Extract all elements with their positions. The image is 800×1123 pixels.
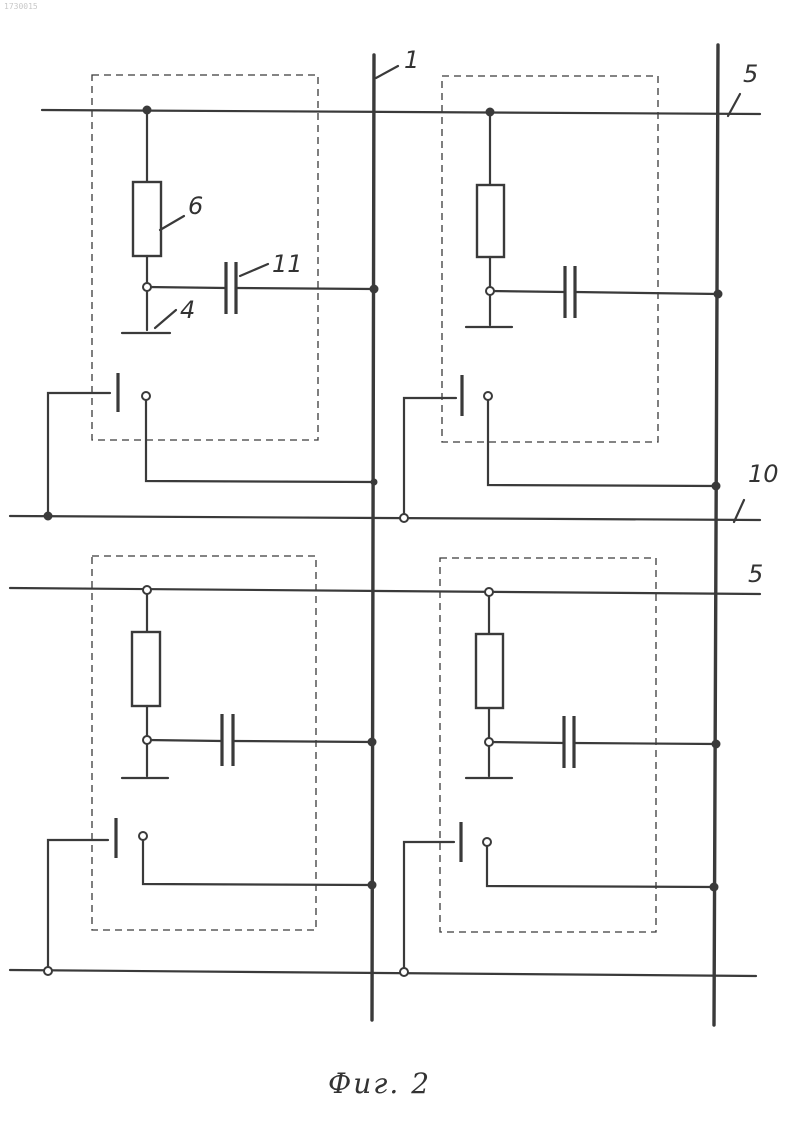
cell-boundary (440, 558, 656, 932)
resistor (476, 634, 503, 708)
resistor (132, 632, 160, 706)
label-column-bus: 1 (404, 46, 419, 74)
memory-cell-bottom-right (400, 558, 720, 976)
corner-mark: 1730015 (4, 2, 38, 11)
leader-capacitor (240, 264, 268, 276)
resistor (133, 182, 161, 256)
label-row-line: 10 (748, 460, 779, 488)
leader-column-bus (376, 66, 398, 78)
resistor (477, 185, 504, 257)
label-capacitor: 11 (272, 250, 303, 278)
memory-cell-bottom-left (44, 556, 376, 975)
label-row-bus-bottom: 5 (748, 560, 763, 588)
label-resistor: 6 (188, 192, 203, 220)
column-bus-left (372, 55, 374, 1020)
figure-caption: Фиг. 2 (328, 1067, 431, 1100)
memory-cell-top-right (400, 76, 722, 522)
label-ground: 4 (180, 296, 195, 324)
memory-cell-top-left (44, 75, 378, 520)
row-bus-bottom (10, 588, 760, 594)
leader-ground (155, 310, 176, 328)
column-bus-right (714, 45, 718, 1025)
row-line-bottom (10, 970, 756, 976)
leader-row-bus-top (728, 94, 740, 116)
leader-row-line (734, 500, 744, 522)
cell-boundary (442, 76, 658, 442)
cell-boundary (92, 556, 316, 930)
leader-resistor (160, 216, 184, 230)
label-row-bus-top: 5 (743, 60, 758, 88)
row-line-top (10, 516, 760, 520)
